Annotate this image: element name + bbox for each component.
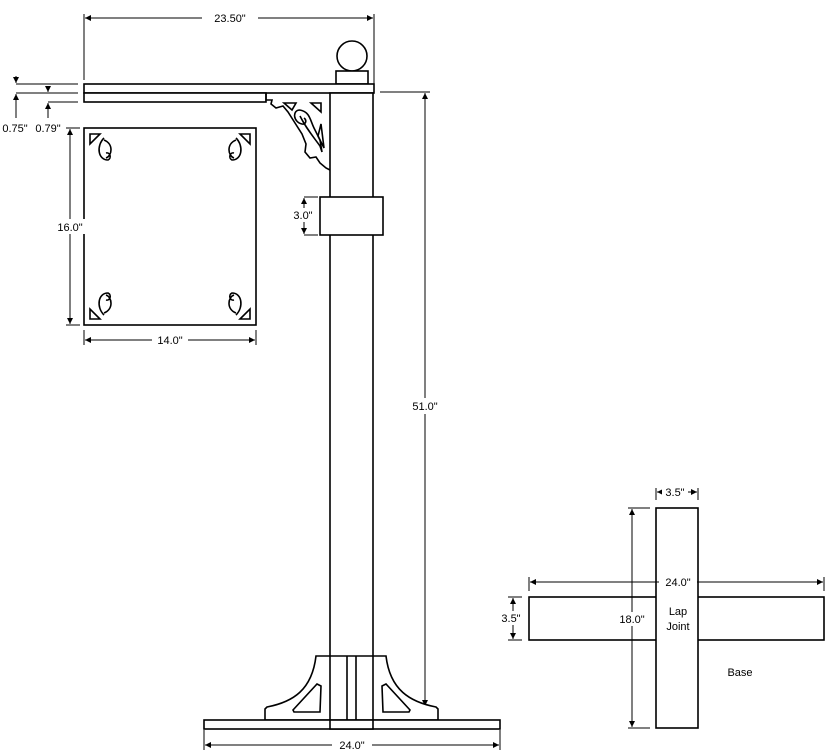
sign-arm: [83, 83, 375, 103]
collar-height-dimension: 3.0": [290, 196, 318, 236]
sign-height-label: 16.0": [57, 222, 82, 234]
sign-width-dimension: 14.0": [83, 330, 257, 347]
gusset-cutout: [381, 683, 411, 713]
arm-thickness-dimension: 0.75" 0.79": [2, 76, 78, 135]
pedestal-base: [203, 655, 501, 730]
arm-length-dimension: 23.50": [83, 10, 375, 84]
plan-short-board-dimension: 18.0": [617, 507, 650, 729]
post-collar: [319, 196, 384, 236]
base-length-dimension: 24.0": [203, 730, 501, 753]
lap-joint-label-line1: Lap: [669, 606, 687, 618]
base-length-label: 24.0": [339, 740, 364, 752]
arm-length-label: 23.50": [214, 13, 246, 25]
plan-board-width-top-dimension: 3.5": [655, 485, 699, 500]
gusset-cutout: [292, 683, 322, 713]
base-title: Base: [727, 667, 752, 679]
post: [329, 92, 374, 730]
lap-joint-label-line2: Joint: [666, 621, 689, 633]
decorative-bracket: [265, 93, 331, 171]
corner-scroll: [228, 292, 251, 320]
corner-scroll: [228, 133, 251, 161]
arm-lower-thickness-label: 0.79": [35, 123, 60, 135]
plan-short-board-label: 18.0": [619, 614, 644, 626]
plan-long-board-dimension: 24.0": [528, 574, 825, 591]
collar-height-label: 3.0": [293, 210, 312, 222]
corner-scroll: [89, 292, 112, 320]
corner-scroll: [89, 133, 112, 161]
base-board: [203, 719, 501, 730]
sign-height-dimension: 16.0": [55, 127, 85, 326]
base-plan-view: Lap Joint Base 3.5" 24.0" 3.5": [500, 485, 825, 729]
plan-long-board-label: 24.0": [665, 577, 690, 589]
plan-board-width-side-dimension: 3.5": [500, 596, 524, 641]
arm-thickness-label: 0.75": [2, 123, 27, 135]
plan-board-width-side-label: 3.5": [501, 613, 520, 625]
sign-board: [83, 127, 257, 326]
finial-ball: [335, 40, 369, 85]
plan-board-width-top-label: 3.5": [665, 487, 684, 499]
post-height-label: 51.0": [412, 401, 437, 413]
short-base-board: [655, 507, 699, 729]
post-height-dimension: 51.0": [380, 91, 442, 706]
sign-width-label: 14.0": [157, 335, 182, 347]
